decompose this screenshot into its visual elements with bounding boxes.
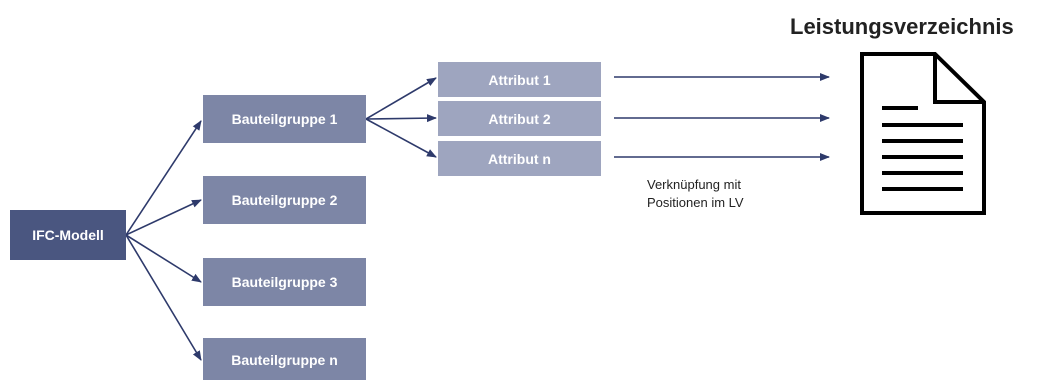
arrow-group-1-to-attribute-1 [365, 77, 437, 120]
component-group-3-box: Bauteilgruppe 3 [203, 258, 366, 306]
document-icon [860, 52, 986, 215]
arrow-ifc-to-group-2 [125, 199, 202, 236]
attribute-n-label: Attribut n [488, 150, 551, 167]
ifc-model-label: IFC-Modell [32, 227, 104, 243]
attribute-2-box: Attribut 2 [438, 101, 601, 136]
attribute-2-label: Attribut 2 [488, 110, 551, 127]
ifc-model-box: IFC-Modell [10, 210, 126, 260]
component-group-1-label: Bauteilgruppe 1 [231, 111, 338, 127]
arrow-ifc-to-group-1 [125, 120, 202, 236]
attribute-1-box: Attribut 1 [438, 62, 601, 97]
component-group-n-label: Bauteilgruppe n [231, 352, 338, 368]
attribute-n-box: Attribut n [438, 141, 601, 176]
component-group-n-box: Bauteilgruppe n [203, 338, 366, 380]
arrow-ifc-to-group-3 [125, 234, 202, 283]
arrow-group-1-to-attribute-n [365, 118, 437, 158]
link-note-line-1: Verknüpfung mit [647, 177, 741, 192]
attribute-1-label: Attribut 1 [488, 71, 551, 88]
component-group-2-box: Bauteilgruppe 2 [203, 176, 366, 224]
component-group-1-box: Bauteilgruppe 1 [203, 95, 366, 143]
link-note: Verknüpfung mit Positionen im LV [647, 176, 744, 212]
component-group-3-label: Bauteilgruppe 3 [231, 274, 338, 290]
arrow-ifc-to-group-n [125, 234, 202, 361]
component-group-2-label: Bauteilgruppe 2 [231, 192, 338, 208]
document-title: Leistungsverzeichnis [790, 14, 1014, 39]
link-note-line-2: Positionen im LV [647, 195, 744, 210]
arrow-group-1-to-attribute-2 [365, 114, 437, 123]
